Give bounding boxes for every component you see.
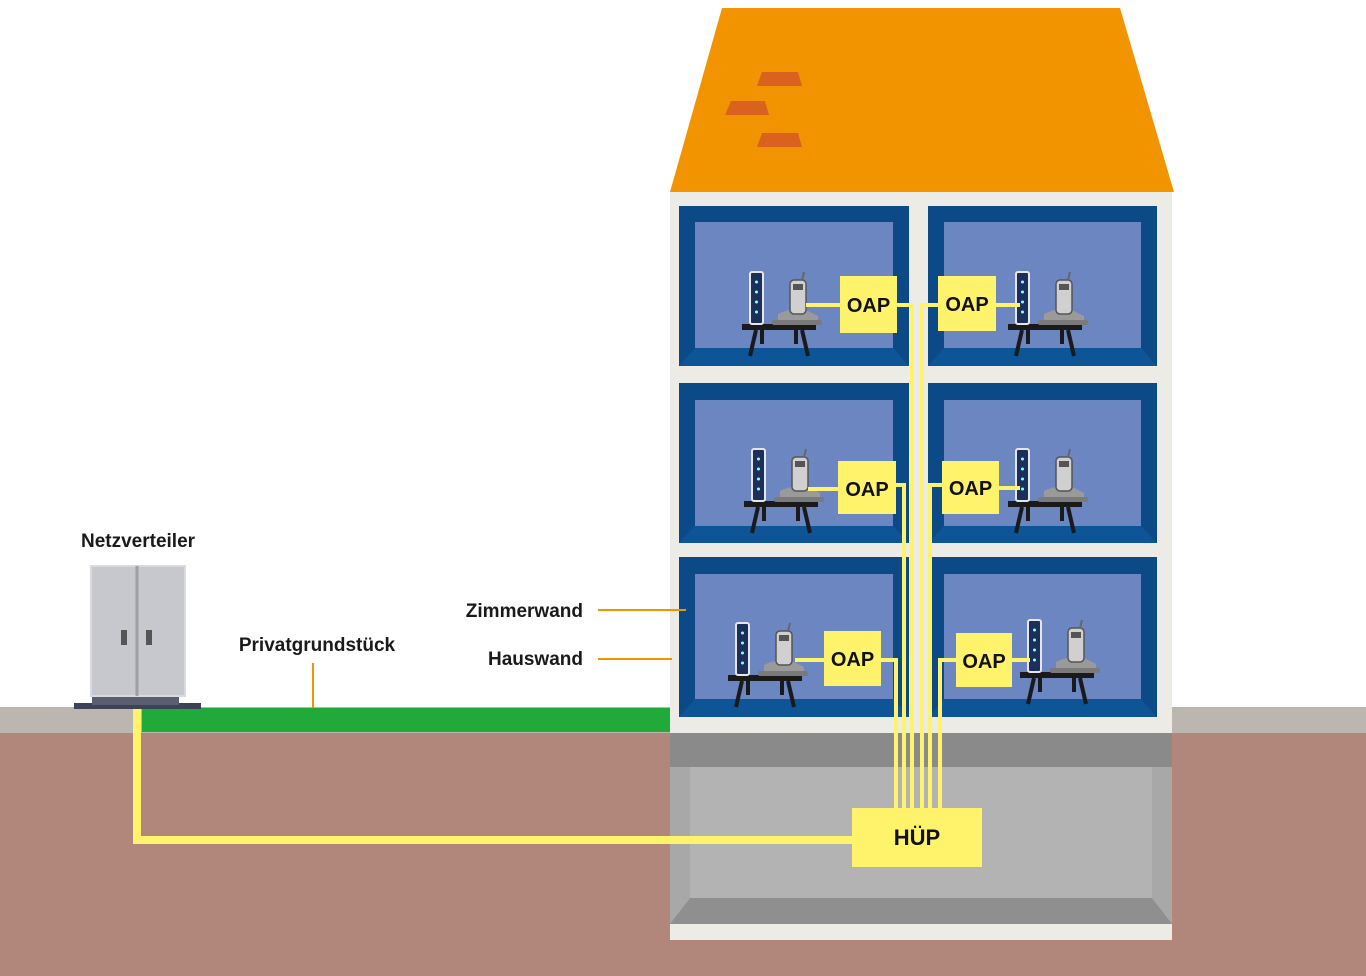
svg-text:OAP: OAP <box>831 649 874 671</box>
basement-floor <box>670 898 1172 924</box>
label-hauswand: Hauswand <box>488 649 583 670</box>
grass-privatgrundstueck <box>142 708 670 732</box>
roof-tile-1 <box>757 72 802 86</box>
roof-tile-3 <box>757 133 802 147</box>
fiber-cables <box>133 303 1030 844</box>
svg-text:OAP: OAP <box>949 478 992 500</box>
oap-box-3: OAP <box>838 461 896 514</box>
oap-box-4: OAP <box>942 461 999 514</box>
roof-tile-2 <box>725 101 769 115</box>
svg-text:OAP: OAP <box>945 294 988 316</box>
svg-text:OAP: OAP <box>847 295 890 317</box>
svg-text:OAP: OAP <box>845 479 888 501</box>
cabinet-icon <box>74 565 201 709</box>
oap-box-2: OAP <box>938 276 996 331</box>
roof <box>670 8 1174 192</box>
oap-box-1: OAP <box>840 276 897 333</box>
oap-box-5: OAP <box>824 631 881 686</box>
hup-box: HÜP <box>852 808 982 867</box>
label-zimmerwand: Zimmerwand <box>466 601 583 622</box>
foundation <box>670 924 1172 940</box>
label-privatgrundstueck: Privatgrundstück <box>239 635 396 656</box>
oap-box-6: OAP <box>956 633 1012 687</box>
svg-text:HÜP: HÜP <box>894 825 940 850</box>
label-netzverteiler: Netzverteiler <box>81 531 196 552</box>
svg-text:OAP: OAP <box>962 651 1005 673</box>
leader-lines <box>312 609 686 708</box>
room-mid-right <box>928 383 1157 543</box>
